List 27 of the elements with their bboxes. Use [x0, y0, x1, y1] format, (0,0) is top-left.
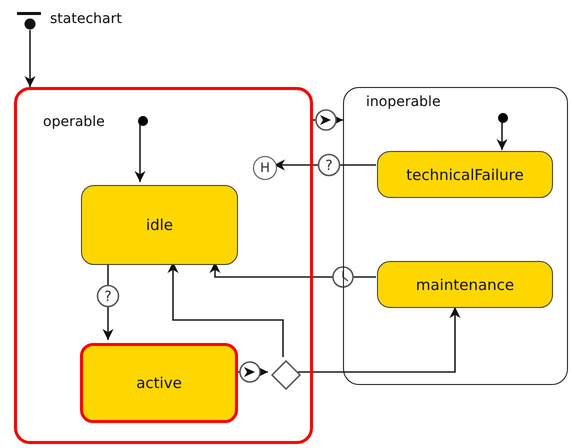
- transition-arrow: [210, 262, 376, 278]
- transition-arrow: [496, 122, 508, 150]
- initial-state-dot: [498, 113, 508, 123]
- state-name: technicalFailure: [406, 166, 524, 184]
- transition-arrow: [134, 123, 146, 182]
- transition-arrow: [313, 114, 343, 126]
- state-name: idle: [146, 216, 174, 234]
- simple-state: [80, 343, 238, 423]
- state-name: active: [136, 374, 182, 392]
- simple-state: [377, 151, 553, 198]
- branch-diamond: [271, 360, 301, 390]
- composite-state: [14, 87, 313, 444]
- simple-state: [81, 185, 238, 265]
- transition-arrow: [168, 262, 284, 357]
- history-state: H: [253, 156, 277, 180]
- composite-state: [343, 87, 568, 385]
- transition-arrow: [274, 160, 376, 170]
- transition-arrow: [24, 30, 36, 87]
- state-name: maintenance: [416, 276, 514, 294]
- state-name: operable: [43, 114, 105, 130]
- edge-label: ?: [104, 288, 112, 304]
- state-name: inoperable: [366, 94, 441, 110]
- statechart-name: statechart: [50, 11, 122, 27]
- edge-label: ?: [325, 158, 333, 174]
- transition-arrow: [298, 307, 460, 373]
- simple-state: [377, 261, 553, 308]
- initial-state-dot: [138, 116, 148, 126]
